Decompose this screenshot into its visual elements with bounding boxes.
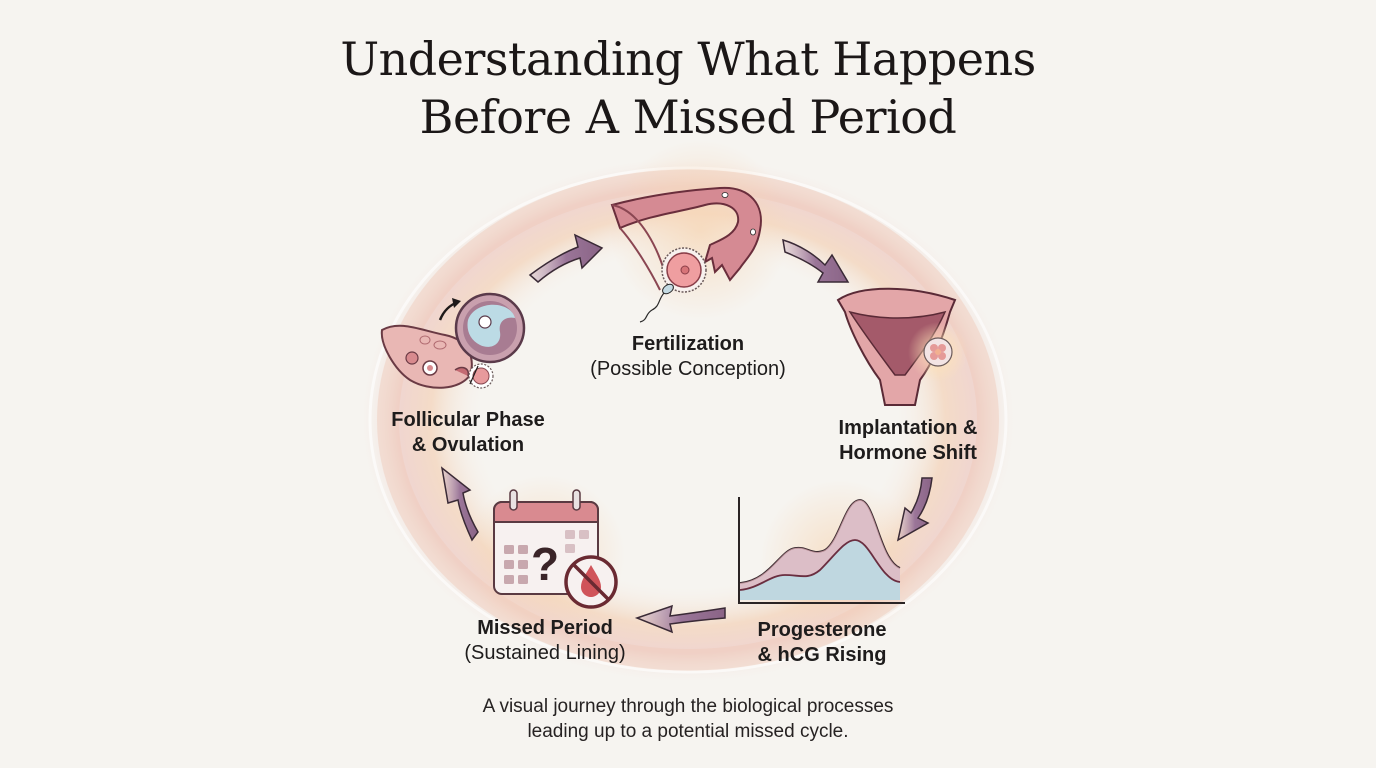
hormone-curve-chart-icon	[738, 497, 905, 604]
uterus-embryo-icon	[836, 287, 968, 406]
stage-label-hormones: Progesterone & hCG Rising	[757, 619, 887, 666]
arrow-to-fertilization-icon	[528, 233, 604, 283]
calendar-no-blood-icon: ?	[493, 489, 618, 609]
caption-line-2: leading up to a potential missed cycle.	[527, 721, 849, 742]
caption-line-1: A visual journey through the biological …	[482, 696, 894, 717]
arrow-to-follicular-icon	[440, 466, 479, 542]
title-line-1: Understanding What Happens	[340, 32, 1036, 86]
title-line-2: Before A Missed Period	[419, 90, 957, 144]
arrow-to-hormones-icon	[896, 477, 933, 542]
fallopian-tube-sperm-egg-icon	[610, 186, 762, 323]
arrow-to-implantation-icon	[782, 238, 850, 283]
stage-label-implantation: Implantation & Hormone Shift	[838, 417, 978, 464]
page-title: Understanding What Happens Before A Miss…	[0, 30, 1376, 146]
svg-text:?: ?	[531, 538, 559, 590]
caption: A visual journey through the biological …	[0, 694, 1376, 744]
stage-label-missed-period: Missed Period (Sustained Lining)	[464, 617, 626, 664]
ovary-ovulation-icon	[380, 292, 526, 389]
stage-label-follicular: Follicular Phase & Ovulation	[391, 409, 545, 456]
arrow-to-missed-period-icon	[634, 604, 726, 634]
stage-label-fertilization: Fertilization (Possible Conception)	[590, 333, 786, 380]
